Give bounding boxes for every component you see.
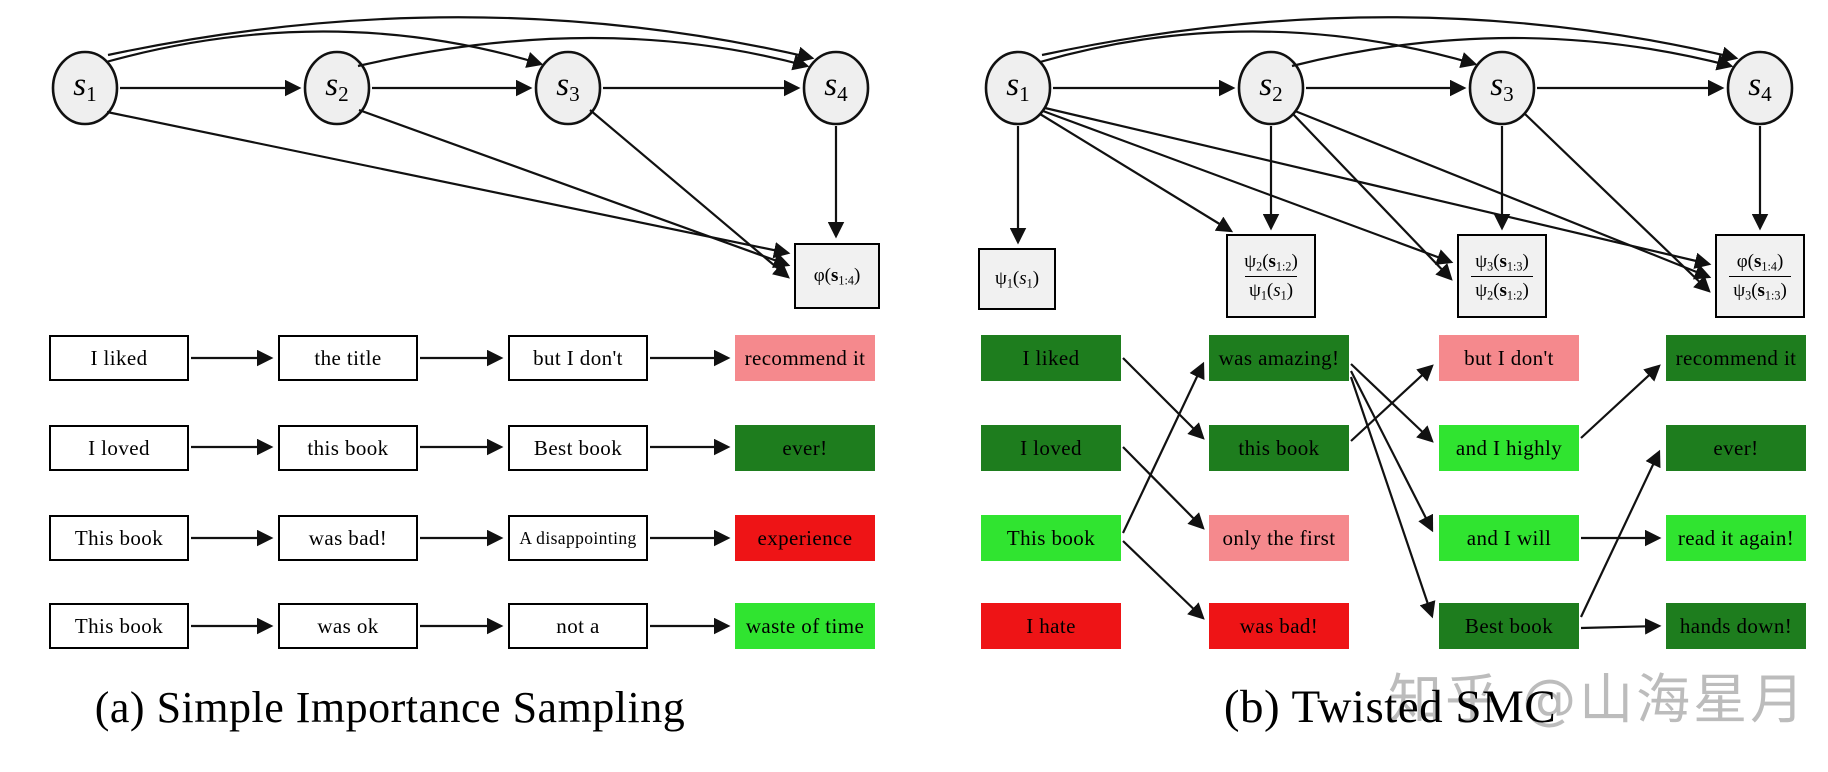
token-box: only the first bbox=[1209, 515, 1349, 561]
panel-b-caption: (b) Twisted SMC bbox=[1223, 681, 1557, 733]
twist-box-phi-over-psi3: φ(s1:4) ψ3(s1:3) bbox=[1715, 234, 1805, 318]
token-box: This book bbox=[49, 603, 189, 649]
token-box: Best book bbox=[1439, 603, 1579, 649]
edge-arc bbox=[1291, 36, 1734, 71]
node-label-s1: s1 bbox=[73, 66, 97, 106]
lineage-arrow bbox=[1350, 363, 1434, 443]
node-label-s4: s4 bbox=[824, 66, 848, 106]
token-box: I loved bbox=[981, 425, 1121, 471]
lineage-arrow bbox=[1349, 376, 1436, 619]
token-box: and I highly bbox=[1439, 425, 1579, 471]
lineage-arrow bbox=[1580, 618, 1662, 635]
token-box: this book bbox=[1209, 425, 1349, 471]
token-box: but I don't bbox=[508, 335, 648, 381]
node-label-s3: s3 bbox=[556, 66, 580, 106]
token-box: I liked bbox=[49, 335, 189, 381]
token-box: hands down! bbox=[1666, 603, 1806, 649]
panel-a-caption: (a) Simple Importance Sampling bbox=[94, 683, 686, 732]
edge-arc bbox=[357, 36, 810, 71]
token-box: I liked bbox=[981, 335, 1121, 381]
token-box: waste of time bbox=[735, 603, 875, 649]
edge-arrow bbox=[1524, 113, 1711, 293]
token-box: read it again! bbox=[1666, 515, 1806, 561]
panel-a-row-arrows bbox=[191, 349, 731, 635]
lineage-arrow bbox=[1350, 364, 1434, 442]
token-box: the title bbox=[278, 335, 418, 381]
edge-arc bbox=[1041, 16, 1739, 63]
token-box: experience bbox=[735, 515, 875, 561]
lineage-arrow bbox=[1122, 357, 1205, 440]
twist-box-psi2-over-psi1: ψ2(s1:2) ψ1(s1) bbox=[1226, 234, 1316, 318]
phi-potential-box: φ(s1:4) bbox=[794, 243, 880, 309]
token-box: but I don't bbox=[1439, 335, 1579, 381]
node-label-s1: s1 bbox=[1006, 66, 1030, 106]
panel-a-nodes bbox=[51, 50, 870, 126]
token-box: this book bbox=[278, 425, 418, 471]
token-box: was bad! bbox=[278, 515, 418, 561]
twist-label: ψ1(s1) bbox=[994, 268, 1040, 291]
edge-arrow bbox=[106, 110, 791, 259]
token-box: was amazing! bbox=[1209, 335, 1349, 381]
edge-arrow bbox=[1044, 106, 1712, 269]
panel-a-edges bbox=[105, 16, 845, 279]
twist-box-psi3-over-psi2: ψ3(s1:3) ψ2(s1:2) bbox=[1457, 234, 1547, 318]
token-box: recommend it bbox=[1666, 335, 1806, 381]
phi-label: φ(s1:4) bbox=[813, 265, 861, 288]
lineage-arrow bbox=[1350, 370, 1434, 533]
node-label-s4: s4 bbox=[1748, 66, 1772, 106]
watermark-text: 知乎 @山海星月 bbox=[1388, 668, 1808, 731]
token-box: not a bbox=[508, 603, 648, 649]
lineage-arrow bbox=[1122, 361, 1205, 534]
token-box: I loved bbox=[49, 425, 189, 471]
lineage-arrow bbox=[1580, 449, 1661, 618]
edge-arrow bbox=[589, 109, 790, 279]
twist-numerator: φ(s1:4) bbox=[1736, 250, 1784, 274]
edge-arc bbox=[105, 30, 544, 68]
twist-numerator: ψ2(s1:2) bbox=[1244, 250, 1298, 274]
token-box: and I will bbox=[1439, 515, 1579, 561]
panel-b-edges bbox=[1009, 16, 1769, 293]
twist-numerator: ψ3(s1:3) bbox=[1475, 250, 1529, 274]
node-label-s2: s2 bbox=[1259, 66, 1283, 106]
panel-b-nodes bbox=[984, 50, 1794, 126]
token-box: Best book bbox=[508, 425, 648, 471]
lineage-arrow bbox=[1122, 446, 1205, 530]
panel-b-lineage-arrows bbox=[1122, 357, 1662, 635]
edge-arrow bbox=[1292, 113, 1453, 281]
lineage-arrow bbox=[1122, 540, 1205, 620]
token-box: A disappointing bbox=[508, 515, 648, 561]
token-box: ever! bbox=[1666, 425, 1806, 471]
node-label-s3: s3 bbox=[1490, 66, 1514, 106]
token-box: was bad! bbox=[1209, 603, 1349, 649]
twist-denominator: ψ2(s1:2) bbox=[1471, 275, 1533, 305]
lineage-arrow bbox=[1580, 364, 1661, 439]
twist-denominator: ψ1(s1) bbox=[1244, 275, 1298, 305]
token-box: This book bbox=[49, 515, 189, 561]
token-box: ever! bbox=[735, 425, 875, 471]
token-box: I hate bbox=[981, 603, 1121, 649]
edge-arc bbox=[1039, 30, 1478, 69]
twist-box-psi1: ψ1(s1) bbox=[978, 248, 1056, 310]
edge-arrow bbox=[358, 108, 791, 268]
token-box: This book bbox=[981, 515, 1121, 561]
token-box: recommend it bbox=[735, 335, 875, 381]
node-label-s2: s2 bbox=[325, 66, 349, 106]
edge-arrow bbox=[1039, 113, 1234, 233]
twist-denominator: ψ3(s1:3) bbox=[1729, 275, 1791, 305]
edge-arc bbox=[107, 16, 815, 63]
token-box: was ok bbox=[278, 603, 418, 649]
